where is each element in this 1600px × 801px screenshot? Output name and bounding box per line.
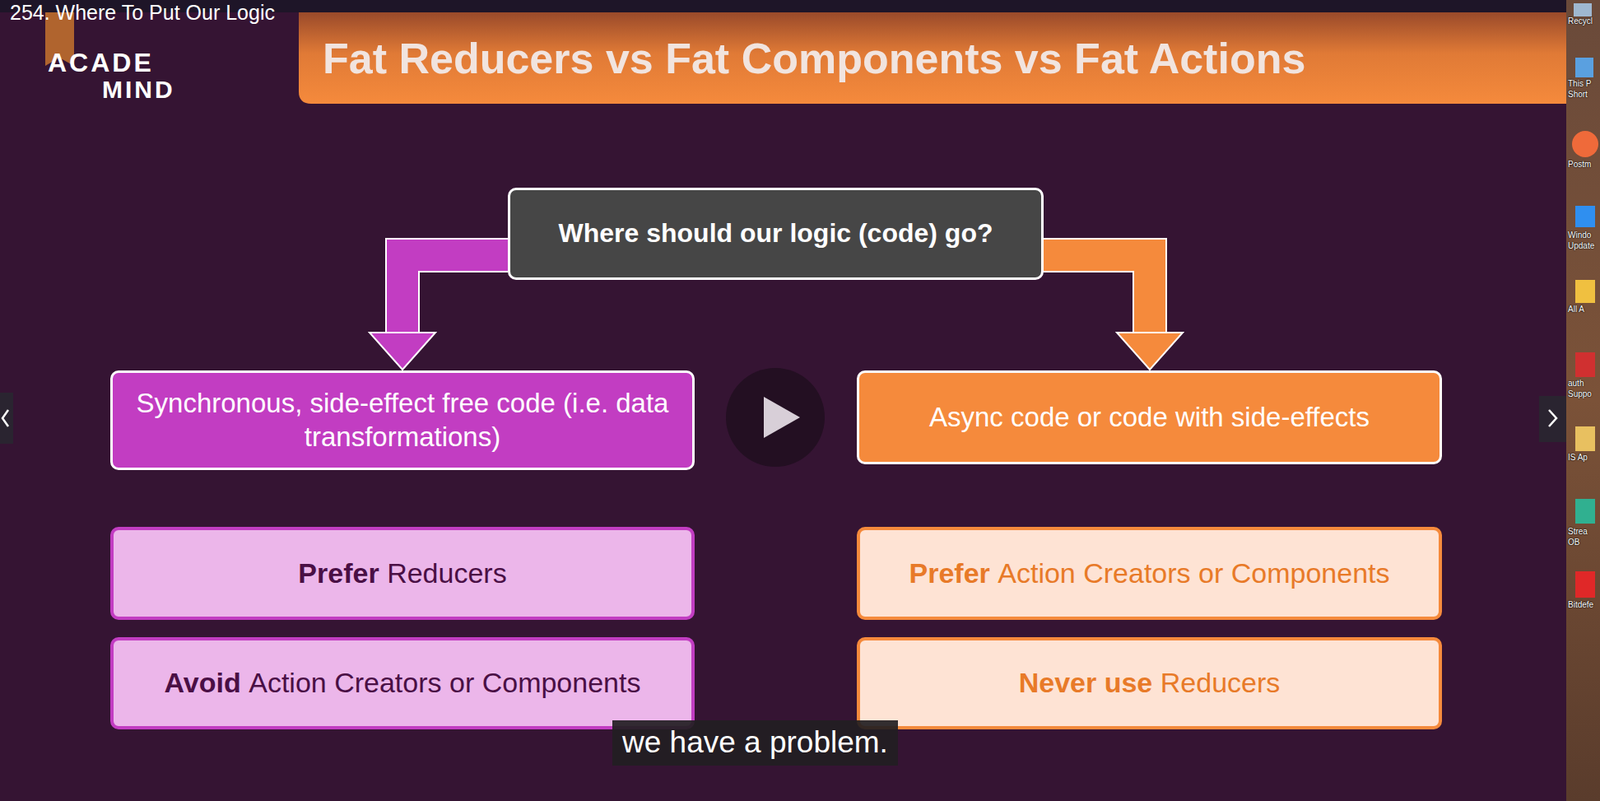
- box-text: Reducers: [1160, 665, 1281, 700]
- prev-chevron: [2, 409, 9, 427]
- desktop-icon-label: Recycl: [1567, 16, 1593, 27]
- avoid-box: AvoidAction Creators or Components: [110, 637, 695, 730]
- desktop-icon-label: This P: [1567, 79, 1591, 89]
- desktop-icon-label: IS Ap: [1567, 452, 1588, 463]
- desktop-icon: [1575, 426, 1596, 452]
- recommend-box: PreferReducers: [110, 526, 695, 620]
- arrow-head: [369, 332, 436, 370]
- box-text: Reducers: [386, 556, 507, 591]
- desktop-icon: [1572, 130, 1599, 158]
- slide-title: Fat Reducers vs Fat Components vs Fat Ac…: [322, 34, 1306, 84]
- sync-code-box: Synchronous, side-effect free code (i.e.…: [110, 370, 695, 470]
- title-banner: [298, 12, 1567, 104]
- recommend-box: PreferAction Creators or Components: [856, 526, 1442, 620]
- desktop-icon-label: Bitdefe: [1567, 600, 1594, 610]
- desktop-icon: [1575, 571, 1596, 598]
- emphasis-text: Prefer: [908, 556, 990, 591]
- subtitle-caption: we have a problem.: [612, 720, 898, 766]
- play-button: [725, 367, 825, 467]
- emphasis-text: Prefer: [297, 556, 379, 591]
- logo-text: ACADE: [47, 47, 154, 79]
- video-title: 254. Where To Put Our Logic: [9, 0, 275, 25]
- box-text: Action Creators or Components: [248, 665, 641, 700]
- box-text: Synchronous, side-effect free code (i.e.…: [129, 386, 676, 454]
- flow-arrow: [369, 255, 508, 370]
- desktop-strip: [1566, 0, 1600, 801]
- desktop-icon: [1575, 205, 1596, 228]
- desktop-icon: [1575, 498, 1596, 524]
- logo-text: MIND: [102, 75, 176, 105]
- prev-slide-tab: [0, 392, 14, 444]
- desktop-icon-label: Update: [1567, 241, 1595, 252]
- emphasis-text: Avoid: [164, 665, 242, 700]
- question-box: Where should our logic (code) go?: [507, 187, 1044, 280]
- play-triangle: [763, 396, 800, 438]
- desktop-icon-label: Windo: [1567, 230, 1591, 241]
- arrow-shaft: [402, 255, 508, 333]
- desktop-icon-label: Suppo: [1567, 389, 1592, 400]
- avoid-box: Never useReducers: [856, 637, 1442, 730]
- desktop-icon: [1575, 352, 1596, 377]
- desktop-icon-label: Short: [1567, 89, 1588, 100]
- desktop-icon-label: OB: [1567, 537, 1580, 548]
- desktop-icon: [1575, 279, 1596, 303]
- box-text: Action Creators or Components: [997, 556, 1390, 591]
- desktop-icon-label: All A: [1567, 304, 1585, 315]
- async-code-box: Async code or code with side-effects: [856, 370, 1442, 465]
- arrow-shaft: [1043, 255, 1150, 333]
- box-text: Async code or code with side-effects: [929, 400, 1370, 434]
- arrow-outline: [1043, 255, 1150, 333]
- next-slide-tab: [1539, 395, 1567, 442]
- arrow-head: [1116, 332, 1183, 370]
- emphasis-text: Never use: [1018, 665, 1154, 700]
- arrow-outline: [402, 255, 508, 333]
- desktop-icon-label: Strea: [1567, 526, 1588, 537]
- desktop-icon-label: Postm: [1567, 159, 1591, 170]
- desktop-icon-label: auth: [1567, 378, 1584, 389]
- flow-arrow: [1043, 255, 1183, 370]
- desktop-icon: [1575, 57, 1594, 78]
- box-text: Where should our logic (code) go?: [558, 217, 994, 250]
- next-chevron: [1548, 409, 1557, 427]
- desktop-icon: [1573, 3, 1592, 17]
